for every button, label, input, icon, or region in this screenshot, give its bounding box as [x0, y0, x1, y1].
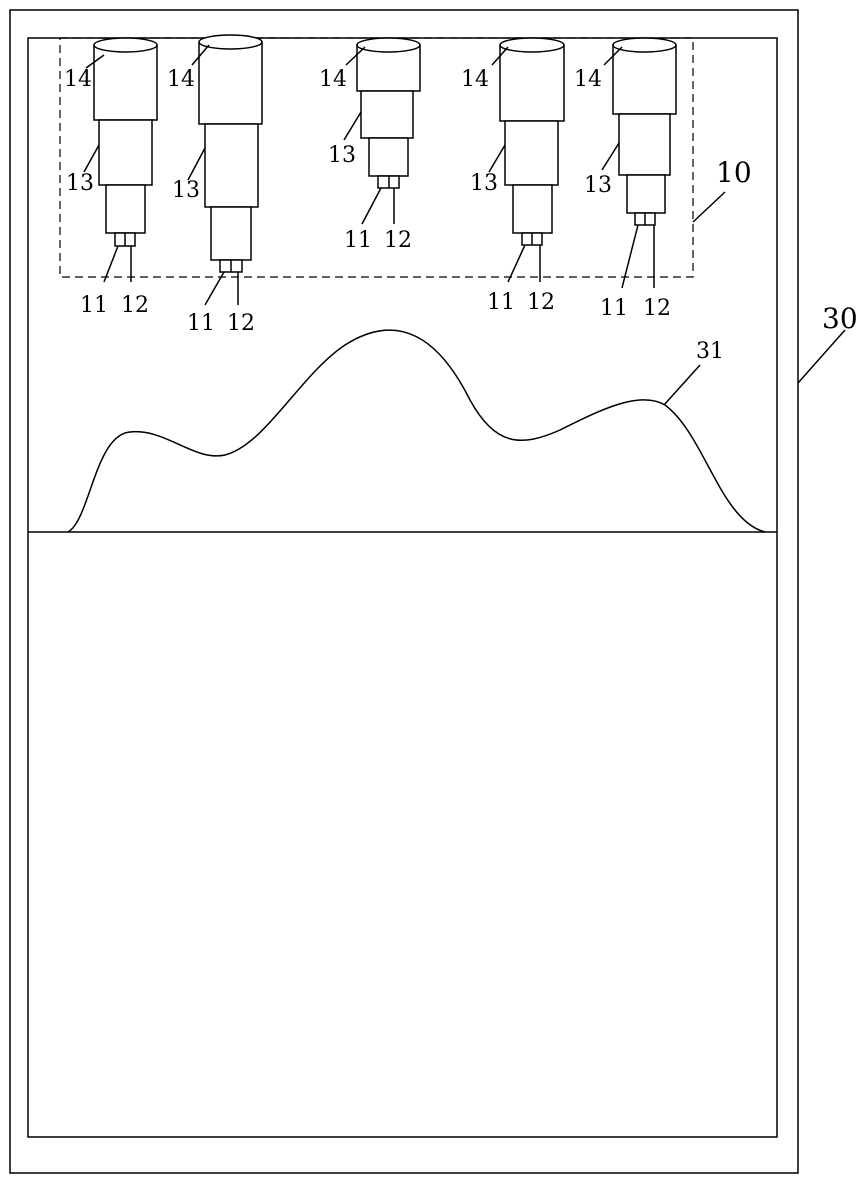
sensor-3 — [344, 38, 420, 224]
sensor-neck — [211, 207, 251, 260]
sensor-body — [205, 124, 258, 207]
label-s1-tip-right: 12 — [121, 293, 149, 318]
label-s2-tip-right: 12 — [227, 311, 255, 336]
label-s2-tip-left: 11 — [187, 311, 215, 336]
label-s1-body: 13 — [66, 171, 94, 196]
sensor-neck — [369, 138, 408, 176]
label-s2-body: 13 — [172, 178, 200, 203]
label-s4-body: 13 — [470, 171, 498, 196]
sensor-body — [619, 114, 670, 175]
wave-profile — [68, 330, 765, 532]
sensor-5 — [602, 38, 676, 288]
label-s3-cap: 14 — [319, 67, 347, 92]
label-s5-tip-right: 12 — [643, 296, 671, 321]
sensor-neck — [627, 175, 665, 213]
sensor-1 — [84, 38, 157, 282]
leader-10 — [693, 192, 725, 222]
sensor-cap — [199, 42, 262, 124]
label-sensor-group: 10 — [716, 156, 752, 189]
sensor-cap-top — [199, 35, 262, 49]
label-s1-cap: 14 — [64, 67, 92, 92]
sensor-2 — [188, 35, 262, 305]
label-s4-tip-right: 12 — [527, 290, 555, 315]
label-housing: 30 — [822, 302, 858, 335]
leader-30 — [798, 330, 845, 383]
sensor-cap-top — [94, 38, 157, 52]
sensor-neck — [513, 185, 552, 233]
label-s4-cap: 14 — [461, 67, 489, 92]
label-s3-body: 13 — [328, 143, 356, 168]
sensor-cap-top — [357, 38, 420, 52]
sensor-4 — [489, 38, 564, 282]
label-s5-body: 13 — [584, 173, 612, 198]
sensor-cap — [500, 45, 564, 121]
label-s4-tip-left: 11 — [487, 290, 515, 315]
sensor-body — [99, 120, 152, 185]
label-s1-tip-left: 11 — [80, 293, 108, 318]
sensor-cap-top — [500, 38, 564, 52]
sensor-body — [505, 121, 558, 185]
label-s3-tip-right: 12 — [384, 228, 412, 253]
sensor-cap-top — [613, 38, 676, 52]
leader-31 — [664, 365, 700, 405]
label-s3-tip-left: 11 — [344, 228, 372, 253]
label-s2-cap: 14 — [167, 67, 195, 92]
label-s5-cap: 14 — [574, 67, 602, 92]
sensor-neck — [106, 185, 145, 233]
sensor-cap — [613, 45, 676, 114]
label-s5-tip-left: 11 — [600, 296, 628, 321]
sensor-body — [361, 91, 413, 138]
label-wave-profile: 31 — [696, 339, 724, 364]
